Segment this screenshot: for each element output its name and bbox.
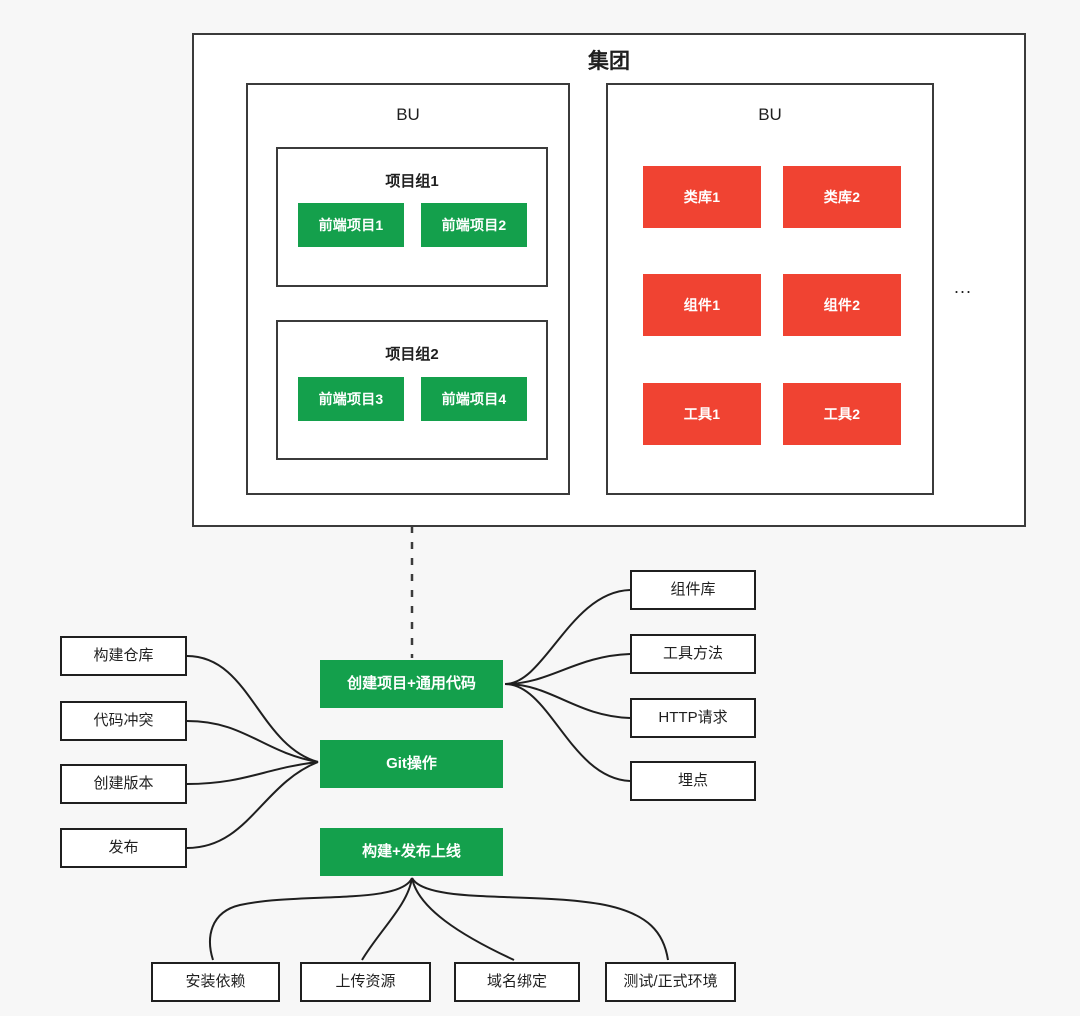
- project-chip-frontend-2[interactable]: 前端项目2: [421, 203, 527, 247]
- group-title: 集团: [588, 50, 630, 73]
- wire-deploy-to-deps: [209, 877, 413, 961]
- project-chip-frontend-4[interactable]: 前端项目4: [421, 377, 527, 421]
- asset-chip-tool-1[interactable]: 工具1: [643, 383, 761, 445]
- bu-left-title: BU: [396, 105, 420, 124]
- wire-create-to-http: [504, 683, 631, 719]
- leaf-component-library[interactable]: 组件库: [630, 570, 756, 610]
- asset-chip-library-2[interactable]: 类库2: [783, 166, 901, 228]
- leaf-domain-binding[interactable]: 域名绑定: [454, 962, 580, 1002]
- leaf-build-repository[interactable]: 构建仓库: [60, 636, 187, 676]
- trunk-create-project[interactable]: 创建项目+通用代码: [320, 660, 503, 708]
- wire-deploy-to-env: [411, 877, 669, 961]
- leaf-test-production-environment[interactable]: 测试/正式环境: [605, 962, 736, 1002]
- leaf-create-version[interactable]: 创建版本: [60, 764, 187, 804]
- project-chip-frontend-3[interactable]: 前端项目3: [298, 377, 404, 421]
- trunk-git-operations[interactable]: Git操作: [320, 740, 503, 788]
- wire-conflict-to-git: [186, 720, 319, 763]
- leaf-install-dependencies[interactable]: 安装依赖: [151, 962, 280, 1002]
- bu-more-ellipsis: ...: [953, 277, 972, 298]
- trunk-build-and-release[interactable]: 构建+发布上线: [320, 828, 503, 876]
- leaf-upload-assets[interactable]: 上传资源: [300, 962, 431, 1002]
- wire-version-to-git: [186, 761, 319, 785]
- wire-deploy-to-upload: [361, 877, 413, 961]
- wire-create-to-complib: [504, 589, 631, 685]
- asset-chip-component-1[interactable]: 组件1: [643, 274, 761, 336]
- asset-chip-library-1[interactable]: 类库1: [643, 166, 761, 228]
- wire-create-to-track: [504, 683, 631, 782]
- project-group-2-title: 项目组2: [385, 346, 439, 363]
- leaf-tracking-point[interactable]: 埋点: [630, 761, 756, 801]
- wire-deploy-to-domain: [411, 877, 515, 961]
- wire-create-to-util: [504, 653, 631, 685]
- leaf-http-request[interactable]: HTTP请求: [630, 698, 756, 738]
- wire-repo-to-git: [186, 655, 319, 763]
- asset-chip-tool-2[interactable]: 工具2: [783, 383, 901, 445]
- leaf-publish[interactable]: 发布: [60, 828, 187, 868]
- asset-chip-component-2[interactable]: 组件2: [783, 274, 901, 336]
- bu-right-title: BU: [758, 105, 782, 124]
- project-chip-frontend-1[interactable]: 前端项目1: [298, 203, 404, 247]
- leaf-utility-methods[interactable]: 工具方法: [630, 634, 756, 674]
- leaf-code-conflict[interactable]: 代码冲突: [60, 701, 187, 741]
- project-group-1-title: 项目组1: [385, 173, 439, 190]
- wire-release-to-git: [186, 761, 319, 849]
